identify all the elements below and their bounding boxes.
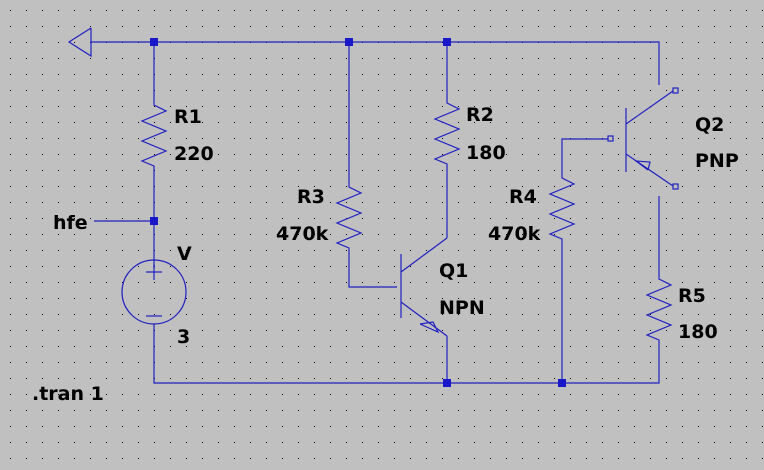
net-label-hfe[interactable]: hfe xyxy=(53,212,88,234)
r1-resistor-icon[interactable] xyxy=(140,95,168,170)
r2-resistor-icon[interactable] xyxy=(433,96,461,166)
r4-name-label: R4 xyxy=(509,186,537,208)
r1-value-label: 220 xyxy=(174,143,214,165)
r3-resistor-icon[interactable] xyxy=(335,180,363,250)
spice-directive[interactable]: .tran 1 xyxy=(32,383,104,405)
q2-name-label: Q2 xyxy=(695,114,724,136)
r2-value-label: 180 xyxy=(466,142,506,164)
junction-dot xyxy=(345,38,353,46)
junction-dot xyxy=(150,217,158,225)
junction-dot xyxy=(443,38,451,46)
ground-icon xyxy=(67,27,92,58)
r4-wire[interactable] xyxy=(561,138,608,383)
top-rail-wire[interactable] xyxy=(91,41,660,85)
r5-name-label: R5 xyxy=(678,285,706,307)
junctions xyxy=(150,38,566,387)
junction-dot xyxy=(443,379,451,387)
v-value-label: 3 xyxy=(177,326,190,348)
r1-name-label: R1 xyxy=(174,106,202,128)
q1-name-label: Q1 xyxy=(439,260,468,282)
bottom-rail-wire[interactable] xyxy=(153,324,660,384)
q2-type-label: PNP xyxy=(695,150,739,172)
junction-dot xyxy=(558,379,566,387)
v-name-label: V xyxy=(177,243,192,265)
r2-name-label: R2 xyxy=(466,104,494,126)
r4-resistor-icon[interactable] xyxy=(548,172,576,242)
npn-transistor-icon[interactable] xyxy=(400,237,448,383)
r5-resistor-icon[interactable] xyxy=(645,272,673,342)
r3-name-label: R3 xyxy=(297,186,325,208)
r3-wire[interactable] xyxy=(348,42,397,288)
junction-dot xyxy=(150,38,158,46)
r4-value-label: 470k xyxy=(488,223,541,245)
r3-value-label: 470k xyxy=(276,223,329,245)
r5-value-label: 180 xyxy=(678,321,718,343)
pnp-transistor-icon[interactable] xyxy=(607,87,679,190)
q1-type-label: NPN xyxy=(439,297,485,319)
